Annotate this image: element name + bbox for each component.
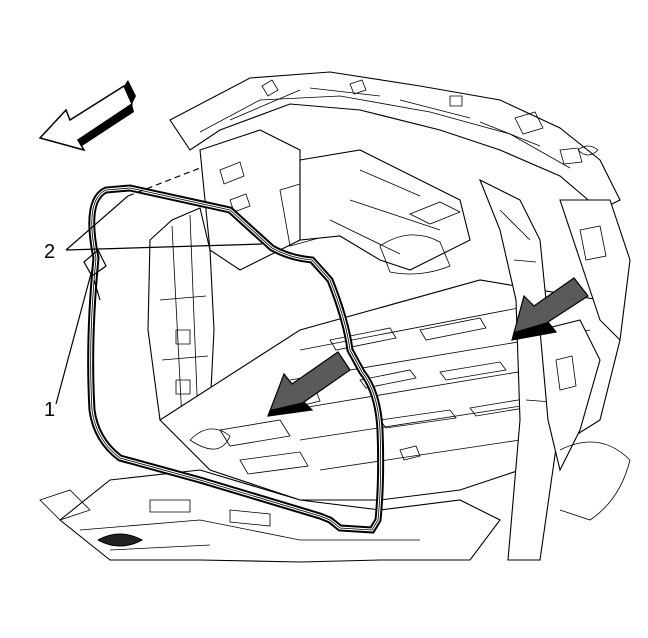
vehicle-body-structure <box>39 71 631 563</box>
callout-leader-lines <box>55 167 263 405</box>
install-direction-arrow-icon <box>511 277 589 341</box>
front-direction-arrow-icon <box>38 80 136 152</box>
callout-label-1: 1 <box>44 399 55 421</box>
weatherstrip-seal <box>83 184 385 534</box>
callout-label-2: 2 <box>44 241 55 263</box>
install-direction-arrow-icon <box>267 351 351 417</box>
